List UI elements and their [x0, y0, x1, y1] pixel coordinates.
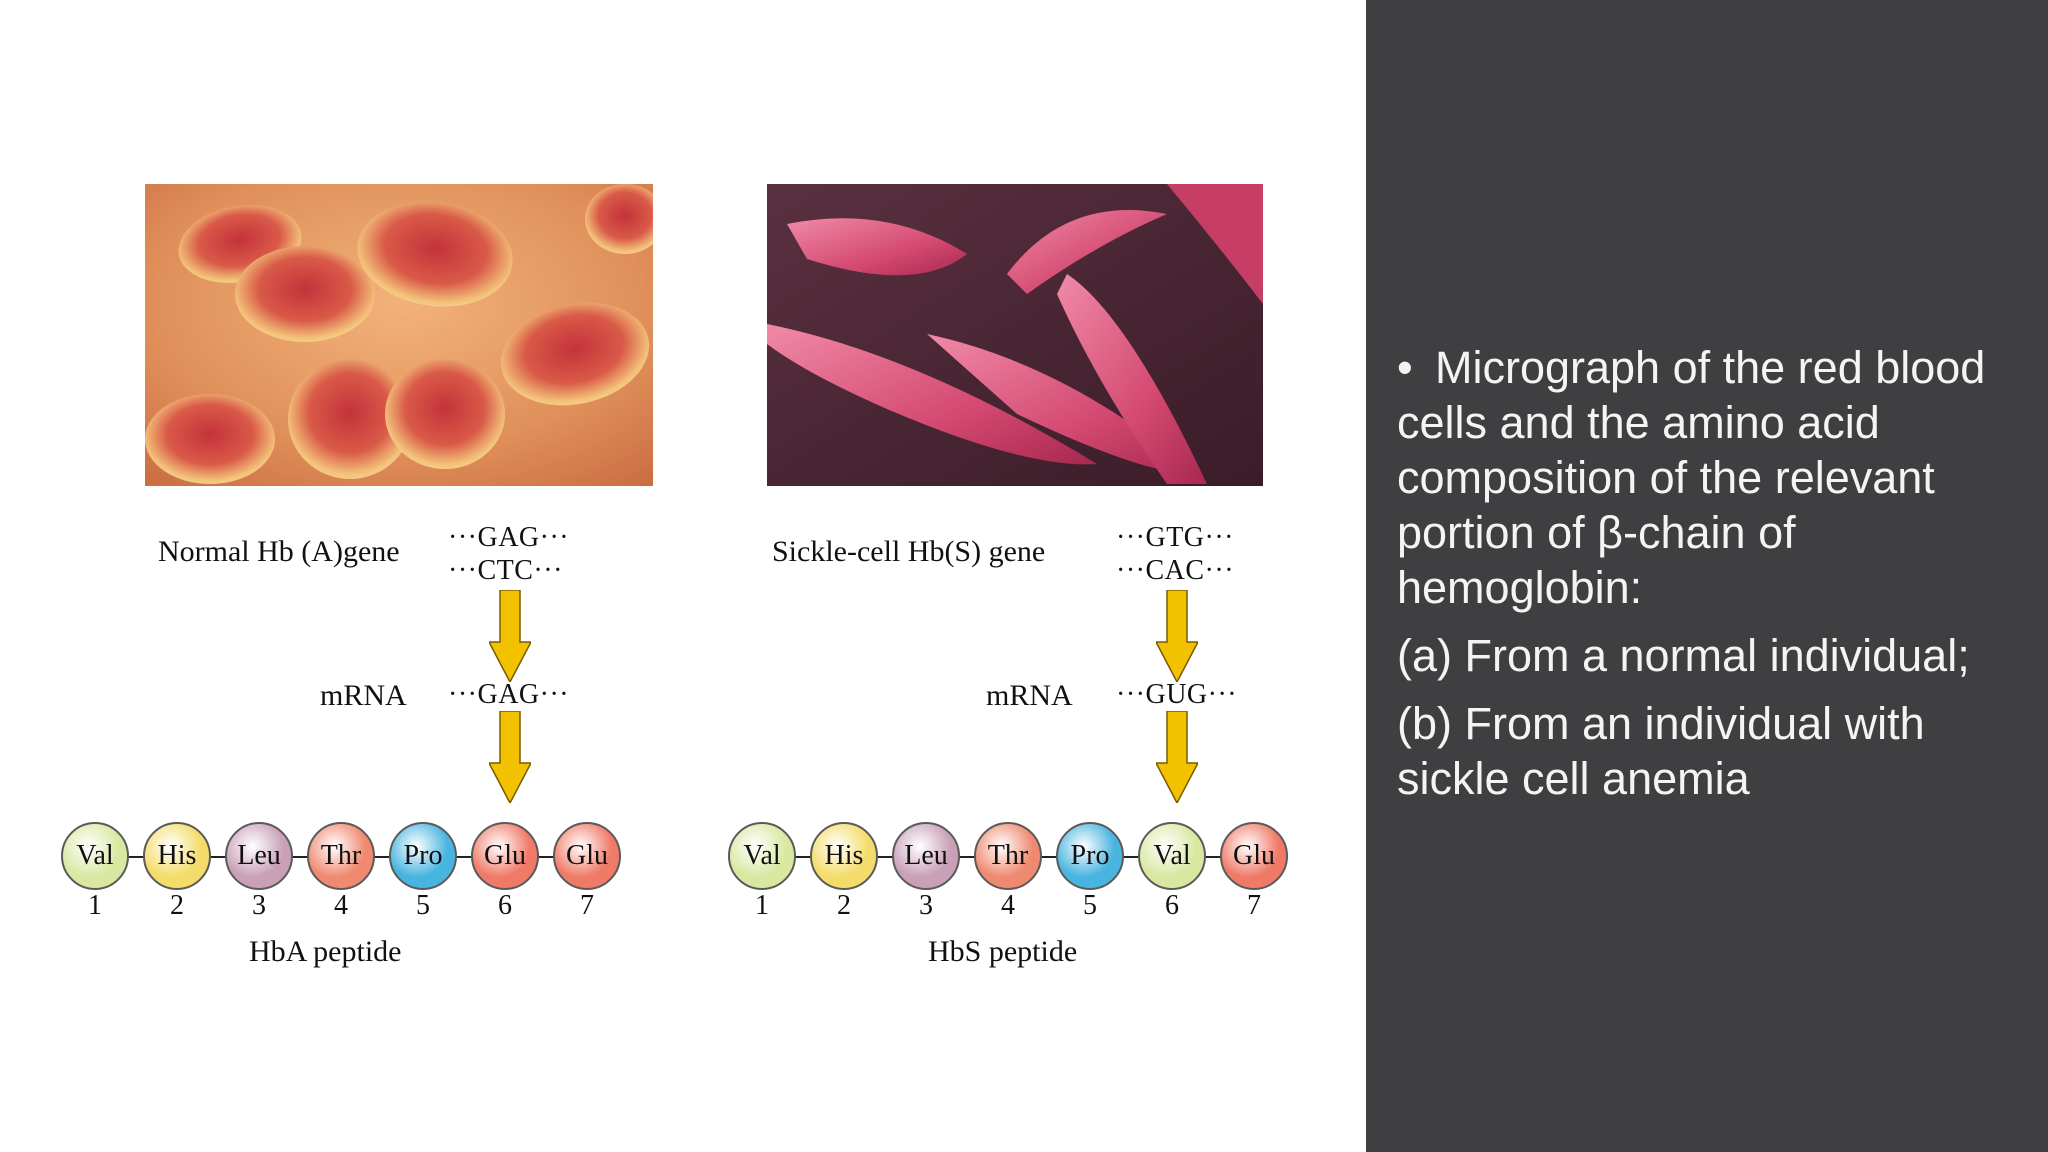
amino-acid-position: 4 — [334, 890, 348, 921]
normal-gene-label: Normal Hb (A)gene — [158, 535, 400, 568]
amino-acid-position: 6 — [498, 890, 512, 921]
amino-acid-his: His — [810, 822, 878, 890]
hba-peptide-label: HbA peptide — [249, 935, 402, 968]
caption-bullet-item: •Micrograph of the red blood cells and t… — [1397, 340, 2037, 615]
bullet-icon: • — [1397, 342, 1413, 393]
amino-acid-thr: Thr — [307, 822, 375, 890]
sickle-transcription-arrow — [1156, 590, 1198, 682]
amino-acid-position: 6 — [1165, 890, 1179, 921]
amino-acid-position: 5 — [416, 890, 430, 921]
normal-transcription-arrow — [489, 590, 531, 682]
amino-acid-position: 4 — [1001, 890, 1015, 921]
normal-mrna-label: mRNA — [320, 679, 407, 712]
sickle-dna-codon-top: ···GTG··· — [1116, 522, 1234, 553]
amino-acid-position: 7 — [580, 890, 594, 921]
amino-acid-position: 3 — [919, 890, 933, 921]
normal-dna-codon-top: ···GAG··· — [448, 522, 570, 553]
diagram-area: Normal Hb (A)gene ···GAG··· ···CTC··· mR… — [61, 184, 1288, 968]
normal-mrna-codon: ···GAG··· — [448, 679, 570, 710]
amino-acid-position: 2 — [837, 890, 851, 921]
amino-acid-val: Val — [61, 822, 129, 890]
amino-acid-position: 3 — [252, 890, 266, 921]
caption-line-2: (a) From a normal individual; — [1397, 630, 1970, 681]
caption-line-3: (b) From an individual with sickle cell … — [1397, 698, 1925, 804]
amino-acid-thr: Thr — [974, 822, 1042, 890]
sickle-cell-micrograph — [767, 184, 1263, 486]
normal-dna-codon-bottom: ···CTC··· — [448, 555, 563, 586]
amino-acid-glu: Glu — [553, 822, 621, 890]
sickle-mrna-label: mRNA — [986, 679, 1073, 712]
amino-acid-position: 7 — [1247, 890, 1261, 921]
amino-acid-leu: Leu — [225, 822, 293, 890]
normal-rbc-micrograph — [145, 184, 653, 486]
text-panel — [1366, 0, 2048, 1152]
normal-translation-arrow — [489, 711, 531, 803]
amino-acid-pro: Pro — [389, 822, 457, 890]
amino-acid-position: 2 — [170, 890, 184, 921]
caption-text: •Micrograph of the red blood cells and t… — [1397, 340, 2037, 819]
amino-acid-glu: Glu — [1220, 822, 1288, 890]
sickle-mrna-codon: ···GUG··· — [1116, 679, 1238, 710]
amino-acid-pro: Pro — [1056, 822, 1124, 890]
amino-acid-val: Val — [1138, 822, 1206, 890]
amino-acid-position: 1 — [88, 890, 102, 921]
amino-acid-his: His — [143, 822, 211, 890]
amino-acid-leu: Leu — [892, 822, 960, 890]
sickle-translation-arrow — [1156, 711, 1198, 803]
amino-acid-val: Val — [728, 822, 796, 890]
amino-acid-position: 1 — [755, 890, 769, 921]
amino-acid-glu: Glu — [471, 822, 539, 890]
sickle-gene-label: Sickle-cell Hb(S) gene — [772, 535, 1046, 568]
amino-acid-position: 5 — [1083, 890, 1097, 921]
sickle-dna-codon-bottom: ···CAC··· — [1116, 555, 1235, 586]
hbs-peptide-label: HbS peptide — [928, 935, 1078, 968]
caption-line-1: Micrograph of the red blood cells and th… — [1397, 342, 1986, 613]
